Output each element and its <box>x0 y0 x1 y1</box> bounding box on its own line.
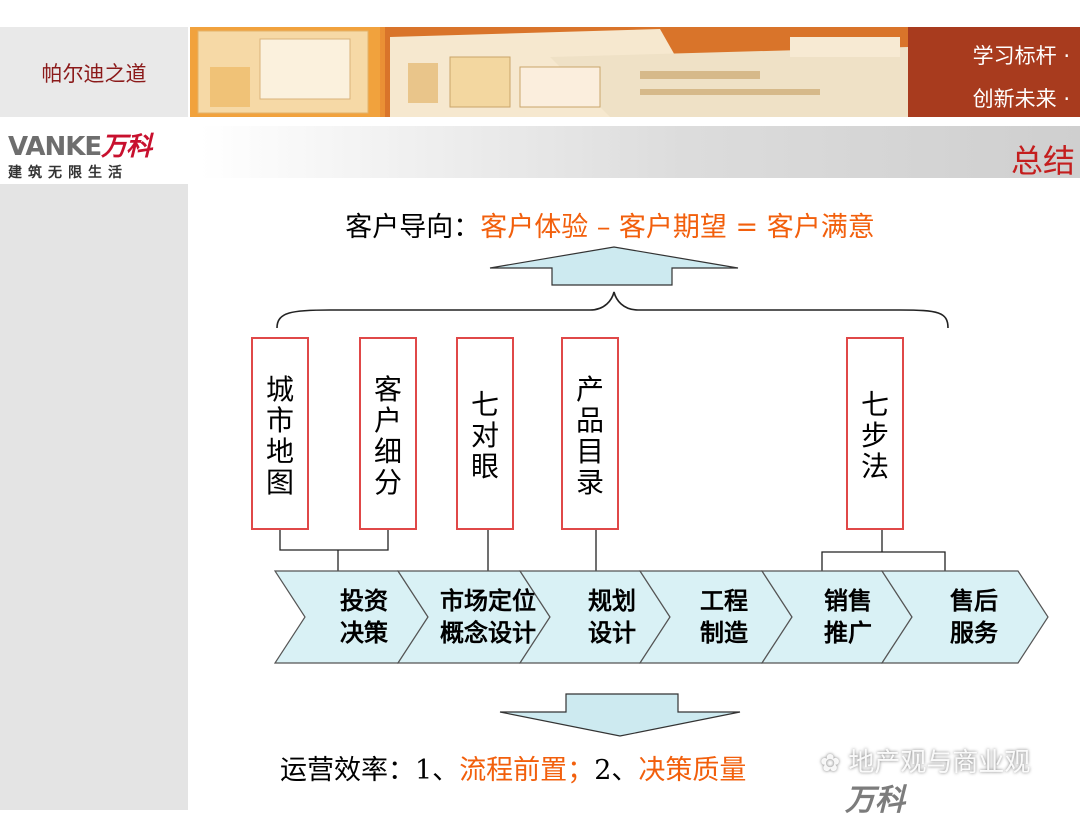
watermark-logo: 万科 <box>845 783 905 818</box>
headline-formula: 客户体验 – 客户期望 = 客户满意 <box>480 212 875 243</box>
vanke-logo-text: VANKE万科 <box>8 126 152 163</box>
watermark: ✿ 地产观与商业观 <box>820 742 1070 782</box>
motto-line-2: 创新未来 · <box>972 87 1070 111</box>
tool-box-label: 产品目录 <box>575 373 604 499</box>
step-planning-design: 规划设计 <box>588 587 636 647</box>
tool-box-city-map: 城市地图 <box>251 337 309 530</box>
step-after-sales: 售后服务 <box>950 587 998 647</box>
step-engineering: 工程制造 <box>700 587 748 647</box>
banner-motto-panel <box>908 27 1080 117</box>
logo-slogan: 建筑无限生活 <box>8 165 128 181</box>
tool-box-product-catalog: 产品目录 <box>561 337 619 530</box>
motto-line-1: 学习标杆 · <box>972 44 1070 68</box>
item2-text: 决策质量 <box>638 755 747 786</box>
tool-box-seven-steps: 七步法 <box>846 337 904 530</box>
bottomline-label: 运营效率： <box>280 755 415 786</box>
brand-title: 帕尔迪之道 <box>41 62 147 86</box>
bottomline: 运营效率：1、流程前置；2、决策质量 <box>280 748 1040 787</box>
item1-text: 流程前置； <box>459 755 595 786</box>
chevron-6 <box>880 570 1049 664</box>
item2-num: 2、 <box>594 755 639 786</box>
step-sales-promotion: 销售推广 <box>824 587 872 647</box>
banner-house-image <box>190 27 908 117</box>
title-bar <box>200 126 1080 178</box>
page-title: 总结 <box>1010 142 1075 180</box>
watermark-text: 地产观与商业观 <box>848 748 1031 778</box>
headline: 客户导向：客户体验 – 客户期望 = 客户满意 <box>200 205 1020 244</box>
step-market-positioning: 市场定位概念设计 <box>440 587 536 647</box>
curly-brace <box>276 291 949 329</box>
step-investment-decision: 投资决策 <box>340 587 388 647</box>
tool-box-label: 城市地图 <box>265 373 294 499</box>
sidebar-panel <box>0 122 188 810</box>
item1-num: 1、 <box>415 755 460 786</box>
logo-text-en: VANKE <box>8 132 102 162</box>
wechat-icon: ✿ <box>820 749 841 777</box>
vanke-logo <box>0 122 188 184</box>
logo-text-cn: 万科 <box>101 132 152 162</box>
up-arrow <box>489 246 739 286</box>
down-arrow <box>499 693 741 737</box>
tool-box-label: 客户细分 <box>373 373 402 499</box>
tool-box-seven-eyes: 七对眼 <box>456 337 514 530</box>
connector-lines <box>279 530 946 572</box>
tool-box-label: 七对眼 <box>470 388 499 483</box>
process-chevrons <box>273 570 1049 664</box>
tool-box-label: 七步法 <box>860 388 889 483</box>
brand-box <box>0 27 188 117</box>
tool-box-customer-segmentation: 客户细分 <box>359 337 417 530</box>
headline-label: 客户导向： <box>345 212 481 243</box>
